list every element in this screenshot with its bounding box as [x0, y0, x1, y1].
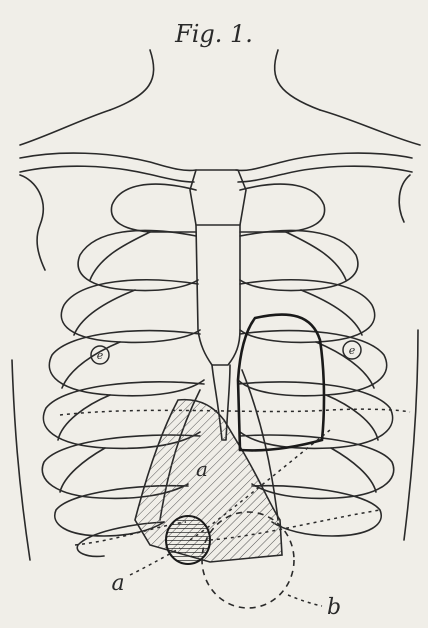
label-b: b: [327, 595, 341, 620]
label-e-right: e: [349, 344, 356, 357]
label-a-upper: a: [196, 457, 208, 481]
label-a-lower: a: [111, 571, 124, 596]
figure-title: Fig. 1.: [174, 20, 253, 48]
label-e-left: e: [97, 349, 104, 362]
dense-hatched-circle: [166, 516, 210, 564]
